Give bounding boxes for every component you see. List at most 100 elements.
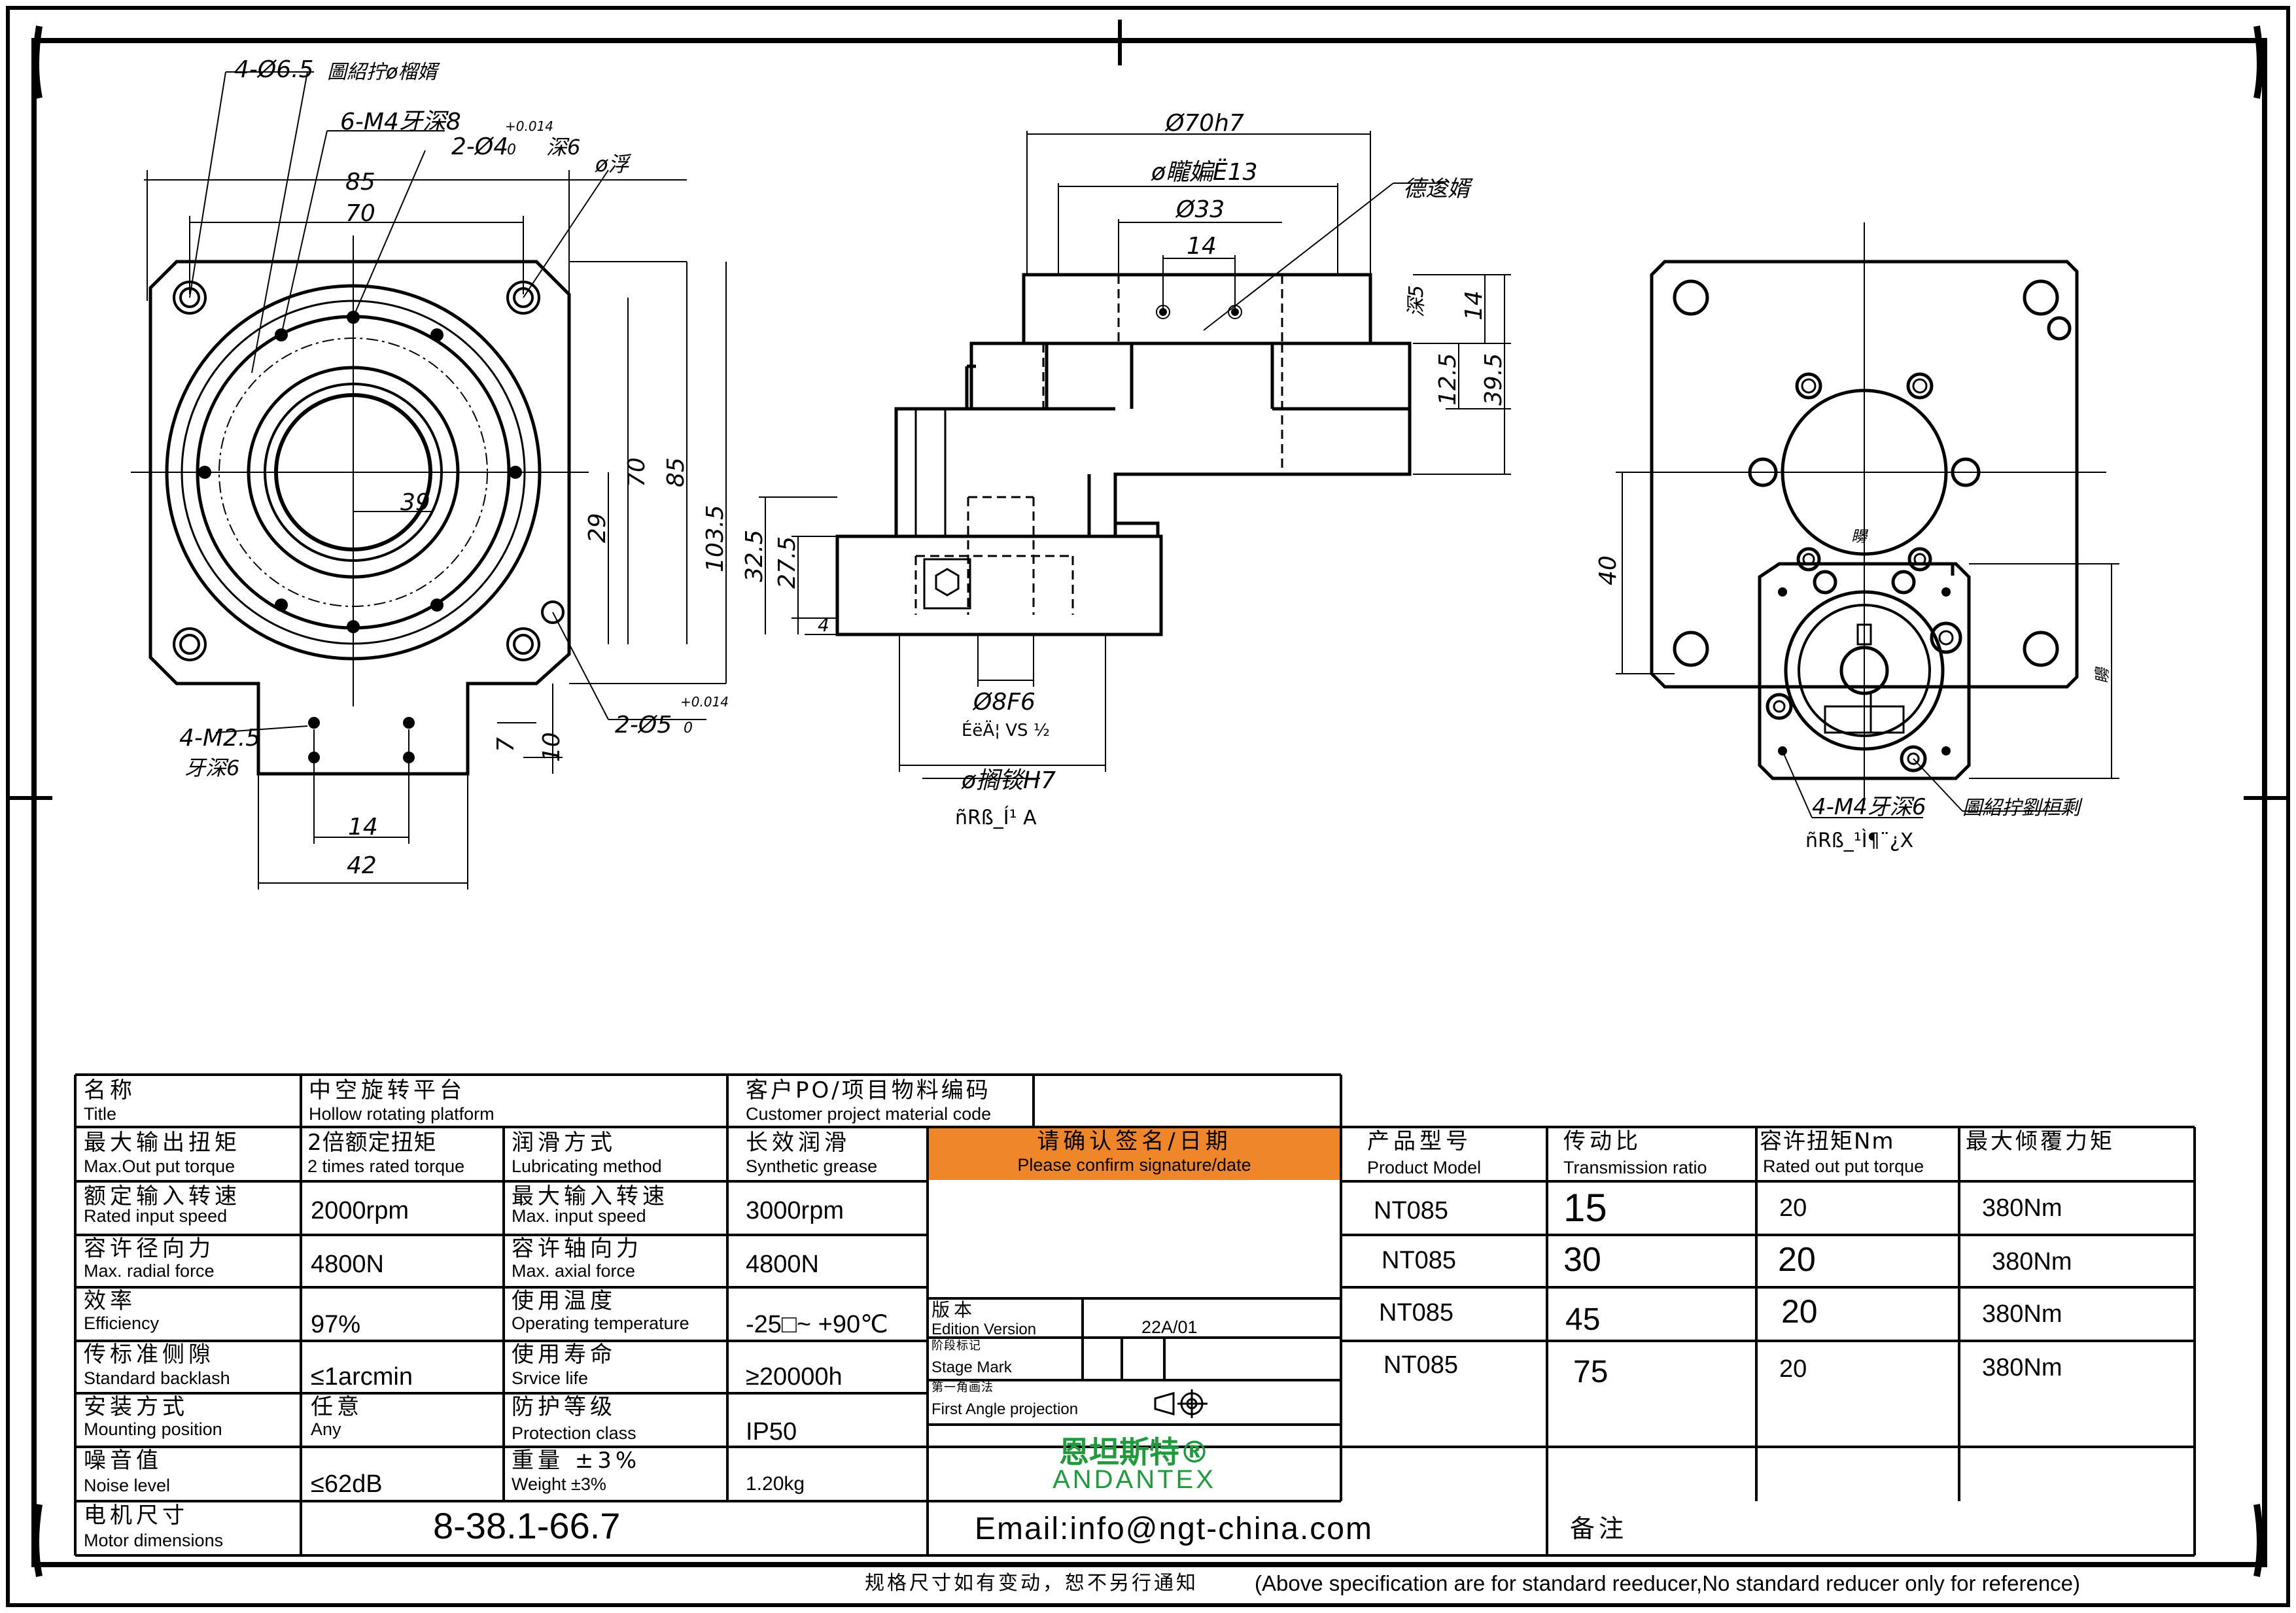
- spec-value-en: 2 times rated torque: [307, 1156, 465, 1176]
- dimension-text: 矏: [2093, 666, 2112, 684]
- spec-value: 任意: [311, 1394, 363, 1420]
- callout-text: 2-Ø4: [451, 133, 508, 160]
- callout-text: 4-Ø6.5: [234, 56, 313, 83]
- spec-label: 容许径向力: [84, 1236, 215, 1262]
- dimension-text: 10: [538, 732, 565, 762]
- spec-value: 4800N: [746, 1251, 819, 1278]
- dimension-text: ø矓媥Ë13: [1151, 158, 1258, 186]
- dimension-text: 70: [623, 457, 650, 487]
- brand-logo-zh: 恩坦斯特®: [1059, 1434, 1209, 1470]
- model-cell: NT085: [1379, 1299, 1454, 1327]
- torque-header-en: Rated out put torque: [1763, 1156, 1924, 1176]
- tilt-cell: 380Nm: [1992, 1248, 2072, 1275]
- torque-header: 容许扭矩Nm: [1760, 1128, 1895, 1154]
- spec-label: 最大输入转速: [512, 1183, 669, 1209]
- drawing-frame: [6, 6, 2290, 1607]
- spec-value: 4800N: [311, 1251, 384, 1278]
- dimension-text: Ø70h7: [1164, 110, 1244, 137]
- spec-label-en: Max. axial force: [512, 1261, 636, 1281]
- dimension-text: 29: [584, 513, 611, 543]
- dimension-text: 27.5: [774, 536, 801, 589]
- spec-value: 1.20kg: [746, 1473, 805, 1495]
- callout-text: ø浮: [595, 152, 632, 177]
- spec-label-en: Mounting position: [84, 1419, 222, 1439]
- edition-label: 版本: [931, 1299, 977, 1321]
- spec-value-en: Any: [311, 1419, 341, 1439]
- dimension-text: Ø33: [1175, 196, 1225, 223]
- spec-value: ≥20000h: [746, 1363, 843, 1391]
- dimension-text: ø搁锬H7: [961, 767, 1056, 794]
- dimension-text: 7: [493, 737, 519, 752]
- dimension-text: 85: [663, 457, 689, 487]
- edition-label-en: Edition Version: [931, 1321, 1037, 1338]
- email-text: Email:info@ngt-china.com: [975, 1512, 1373, 1546]
- spec-label: 使用温度: [512, 1288, 616, 1314]
- model-cell: NT085: [1374, 1197, 1449, 1224]
- torque-cell: 20: [1779, 1194, 1807, 1222]
- ratio-header-en: Transmission ratio: [1563, 1158, 1707, 1177]
- dimension-text: 14: [1187, 233, 1217, 260]
- dimension-text: 70: [345, 200, 375, 227]
- spec-label: 传标准侧隙: [84, 1342, 215, 1368]
- callout-text: ñRß_¹Ì¶¨¿X: [1805, 829, 1913, 852]
- ratio-header: 传动比: [1563, 1128, 1642, 1154]
- callout-text: 0: [684, 720, 693, 737]
- callout-text: 德逡婿: [1403, 176, 1474, 202]
- remark-label: 备注: [1570, 1514, 1628, 1543]
- dimension-text: 103.5: [702, 505, 729, 572]
- projection-label: 第一角画法: [931, 1381, 994, 1395]
- dimension-text: Ø8F6: [972, 689, 1035, 716]
- dimension-text: 85: [345, 169, 375, 196]
- edition-value: 22A/01: [1141, 1317, 1198, 1337]
- front-view-labels: 4-Ø6.5 圖紹拧ø榴婿 6-M4牙深8 2-Ø4 +0.014 0 深6 ø…: [179, 56, 729, 879]
- callout-text: 4-M2.5: [179, 725, 260, 752]
- tilt-header: 最大倾覆力矩: [1966, 1128, 2115, 1154]
- brand-logo-en: ANDANTEX: [1052, 1465, 1216, 1494]
- spec-label: 最大输出扭矩: [84, 1130, 241, 1156]
- model-header: 产品型号: [1367, 1128, 1472, 1154]
- spec-label: 安装方式: [84, 1394, 188, 1420]
- ratio-cell: 45: [1565, 1302, 1601, 1337]
- callout-text: +0.014: [505, 118, 553, 134]
- po-label-en: Customer project material code: [746, 1104, 992, 1124]
- projection-label-en: First Angle projection: [931, 1400, 1079, 1418]
- stage-label-en: Stage Mark: [931, 1359, 1012, 1376]
- first-angle-projection-symbol: [1154, 1389, 1208, 1418]
- rear-view-labels: 40 矏 矏 4-M4牙深6 圖紹拧劉桓剩 ñRß_¹Ì¶¨¿X: [1595, 527, 2112, 852]
- spec-label-en: Standard backlash: [84, 1368, 230, 1388]
- spec-label: 额定输入转速: [84, 1183, 241, 1209]
- spec-label-en: Protection class: [512, 1423, 636, 1443]
- dimension-text: 42: [347, 852, 377, 879]
- title-value: 中空旋转平台: [309, 1077, 466, 1103]
- callout-text: ñRß_Í¹ A: [955, 806, 1037, 829]
- spec-label-en: Rated input speed: [84, 1206, 228, 1226]
- footnote-zh: 规格尺寸如有变动，恕不另行通知: [865, 1572, 1198, 1595]
- callout-text: ÉëÄ¦ VS ½: [962, 720, 1050, 740]
- callout-text: 牙深6: [184, 755, 239, 780]
- spec-label: 噪音值: [84, 1448, 162, 1474]
- model-cell: NT085: [1382, 1247, 1457, 1274]
- title-label-en: Title: [84, 1104, 117, 1124]
- dimension-text: 14: [1461, 290, 1487, 321]
- model-header-en: Product Model: [1367, 1158, 1482, 1177]
- callout-text: 2-Ø5: [615, 712, 672, 738]
- confirm-label-en: Please confirm signature/date: [1017, 1155, 1251, 1175]
- dimension-text: 14: [348, 814, 378, 841]
- torque-cell: 20: [1778, 1241, 1816, 1279]
- rear-view: [1616, 222, 2119, 818]
- title-value-en: Hollow rotating platform: [309, 1104, 495, 1124]
- spec-label-en: Weight ±3%: [512, 1474, 606, 1494]
- dimension-text: 39.5: [1480, 353, 1507, 406]
- spec-label-en: Max. radial force: [84, 1261, 215, 1281]
- dimension-text: 矏: [1851, 527, 1869, 546]
- confirm-highlight: [928, 1126, 1340, 1180]
- spec-label-en: Max.Out put torque: [84, 1156, 235, 1176]
- callout-text: 4-M4牙深6: [1812, 794, 1926, 820]
- callout-text: +0.014: [680, 694, 729, 710]
- spec-label-en: Lubricating method: [512, 1156, 662, 1176]
- spec-label-en: Noise level: [84, 1476, 171, 1495]
- ratio-cell: 30: [1563, 1241, 1601, 1279]
- ratio-cell: 15: [1563, 1186, 1607, 1230]
- dimension-text: 39: [400, 489, 430, 516]
